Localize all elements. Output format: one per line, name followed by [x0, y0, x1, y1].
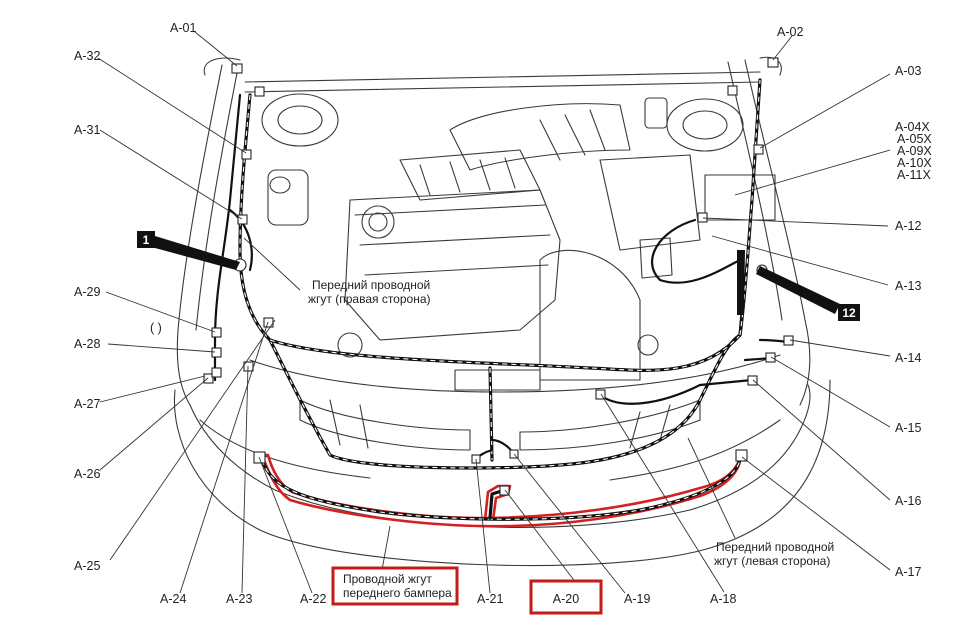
- label-a11x: A-11X: [897, 168, 931, 182]
- label-a27: A-27: [74, 397, 100, 411]
- harness-captions: Передний проводной жгут (правая сторона)…: [308, 278, 834, 568]
- label-a14: A-14: [895, 351, 921, 365]
- connector-a17: [735, 449, 748, 462]
- engine-components: [261, 93, 776, 391]
- caption-right-harness-line2: жгут (правая сторона): [308, 292, 431, 306]
- label-a26: A-26: [74, 467, 100, 481]
- marker-1-pointer: [155, 236, 240, 270]
- label-a01: A-01: [170, 21, 196, 35]
- label-a29: A-29: [74, 285, 100, 299]
- bumper-harness-caption-box: [331, 566, 459, 606]
- connector-a16: [747, 375, 758, 386]
- connector-a12: [697, 212, 708, 223]
- marker-12-label: 12: [842, 306, 856, 320]
- caption-left-harness-line1: Передний проводной: [716, 540, 834, 554]
- marker-1-label: 1: [143, 233, 150, 247]
- label-a12: A-12: [895, 219, 921, 233]
- connector-a01: [231, 63, 243, 74]
- label-a32: A-32: [74, 49, 100, 63]
- label-a03: A-03: [895, 64, 921, 78]
- label-a21: A-21: [477, 592, 503, 606]
- label-a16: A-16: [895, 494, 921, 508]
- marker-12-box: [838, 304, 860, 321]
- caption-bumper-harness-line1: Проводной жгут: [343, 572, 432, 586]
- connector-a18: [595, 389, 606, 400]
- connector-a23: [243, 361, 254, 372]
- label-a23: A-23: [226, 592, 252, 606]
- paren-marker: ( ): [150, 321, 162, 335]
- front-harness: [213, 78, 794, 470]
- connector-a27: [211, 367, 222, 378]
- connector-a03: [753, 144, 764, 155]
- connector-a26: [203, 373, 214, 384]
- label-a20: A-20: [553, 592, 579, 606]
- callout-markers: 1 12 ( ): [137, 231, 860, 335]
- connector-a29: [211, 327, 222, 338]
- connector-a15: [765, 352, 776, 363]
- caption-bumper-harness-line2: переднего бампера: [343, 586, 452, 600]
- car-body: [173, 56, 831, 567]
- caption-left-harness-line2: жгут (левая сторона): [714, 554, 830, 568]
- label-a17: A-17: [895, 565, 921, 579]
- connector-a20: [499, 485, 510, 496]
- connector-a31: [237, 214, 248, 225]
- label-a24: A-24: [160, 592, 186, 606]
- connector-a32: [241, 149, 252, 160]
- label-a31: A-31: [74, 123, 100, 137]
- leader-lines: [97, 31, 891, 594]
- label-a19: A-19: [624, 592, 650, 606]
- connector-a02: [767, 57, 779, 68]
- label-a09x: A-09X: [897, 144, 932, 158]
- connector-left-ground: [254, 86, 265, 97]
- label-a15: A-15: [895, 421, 921, 435]
- label-a02: A-02: [777, 25, 803, 39]
- label-a05x: A-05X: [897, 132, 932, 146]
- label-a28: A-28: [74, 337, 100, 351]
- label-a13: A-13: [895, 279, 921, 293]
- label-a18: A-18: [710, 592, 736, 606]
- highlight-boxes: Проводной жгут переднего бампера A-20: [331, 566, 603, 615]
- caption-right-harness-line1: Передний проводной: [312, 278, 430, 292]
- connector-a28: [211, 347, 222, 358]
- connector-labels: A-01 A-02 A-03 A-04X A-05X A-09X A-10X A…: [74, 21, 932, 606]
- marker-1-box: [137, 231, 155, 248]
- marker-12-pointer: [756, 266, 840, 314]
- label-a22: A-22: [300, 592, 326, 606]
- label-a25: A-25: [74, 559, 100, 573]
- connector-right-ground: [727, 85, 738, 96]
- label-a04x: A-04X: [895, 120, 930, 134]
- a20-highlight-box: [529, 579, 603, 615]
- label-a10x: A-10X: [897, 156, 932, 170]
